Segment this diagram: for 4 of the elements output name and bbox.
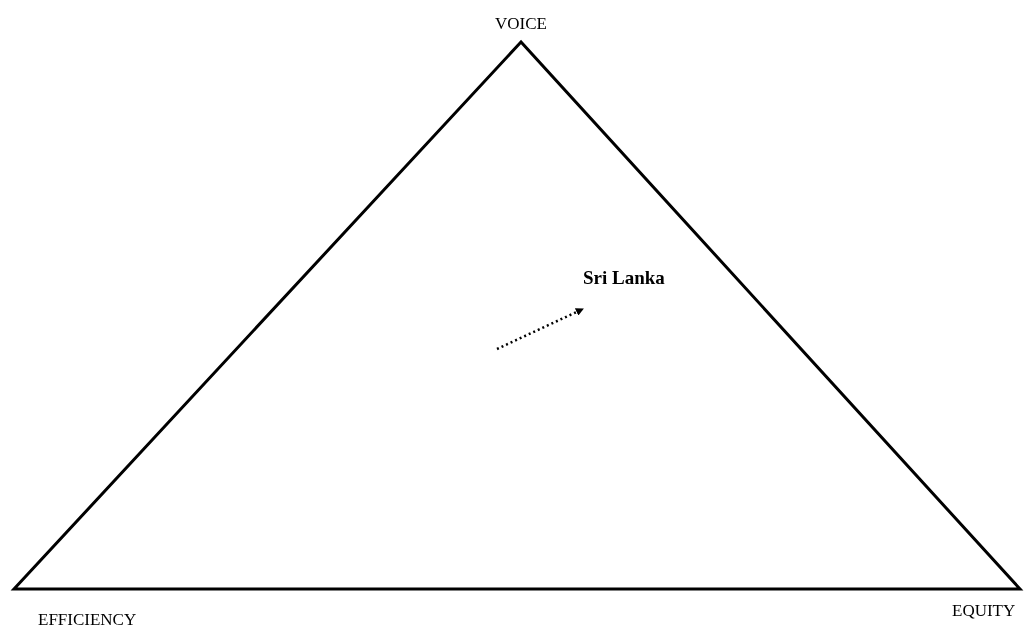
- vertex-label: EFFICIENCY: [38, 610, 137, 630]
- country-label: Sri Lanka: [583, 268, 665, 288]
- vertex-label: EQUITY: [952, 601, 1016, 621]
- vertex-label: VOICE: [495, 14, 547, 34]
